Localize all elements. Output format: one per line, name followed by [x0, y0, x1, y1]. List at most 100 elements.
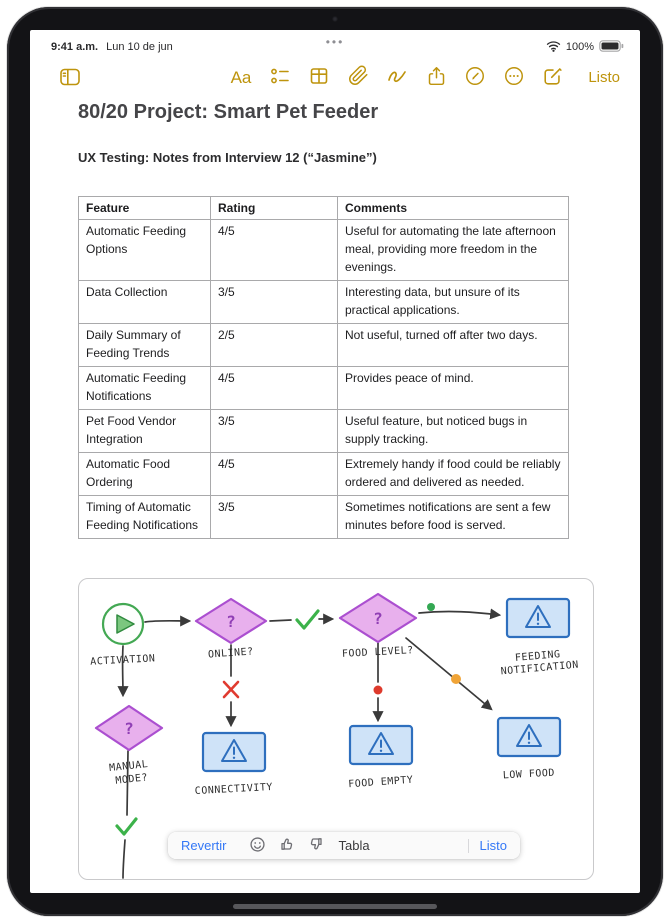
- check-icon: [115, 817, 138, 836]
- feature-rating-table[interactable]: Feature Rating Comments Automatic Feedin…: [78, 196, 569, 539]
- table-header-row: Feature Rating Comments: [78, 196, 569, 220]
- connectivity-label: CONNECTIVITY: [195, 782, 274, 797]
- multitask-indicator[interactable]: •••: [325, 35, 345, 49]
- yellow-dot: [451, 674, 461, 684]
- flow-node-low-food: LOW FOOD: [496, 716, 562, 782]
- low-food-label: LOW FOOD: [503, 768, 556, 782]
- battery-percent: 100%: [565, 41, 594, 53]
- cell-comments[interactable]: Useful for automating the late afternoon…: [337, 219, 569, 281]
- ipad-device-frame: 9:41 a.m.Lun 10 de jun 100%: [7, 7, 663, 916]
- flow-node-feeding-notification: FEEDING NOTIFICATION: [500, 597, 579, 678]
- note-title[interactable]: 80/20 Project: Smart Pet Feeder: [78, 101, 379, 123]
- flow-node-food-level: ? FOOD LEVEL?: [338, 592, 418, 660]
- table-row: Automatic Feeding Options 4/5 Useful for…: [78, 219, 569, 281]
- food-level-label: FOOD LEVEL?: [342, 645, 414, 660]
- cell-rating[interactable]: 4/5: [210, 366, 338, 410]
- pen-button[interactable]: [462, 64, 488, 92]
- cell-feature[interactable]: Automatic Feeding Notifications: [78, 366, 211, 410]
- thumbs-down-button[interactable]: [308, 836, 324, 855]
- drawing-toolbar: Revertir: [168, 832, 520, 859]
- cell-comments[interactable]: Interesting data, but unsure of its prac…: [337, 280, 569, 324]
- sidebar-icon: [58, 66, 82, 93]
- flowchart-drawing[interactable]: ACTIVATION ? ONLINE? ? FOOD LEVEL?: [78, 578, 594, 880]
- text-format-icon: Aa: [230, 68, 252, 87]
- warning-triangle-icon: [525, 605, 551, 628]
- done-button[interactable]: Listo: [588, 69, 620, 86]
- cell-feature[interactable]: Timing of Automatic Feeding Notification…: [78, 495, 211, 539]
- checklist-button[interactable]: [267, 64, 293, 92]
- question-mark: ?: [373, 609, 383, 628]
- table-row: Automatic Feeding Notifications 4/5 Prov…: [78, 366, 569, 410]
- table-row: Pet Food Vendor Integration 3/5 Useful f…: [78, 409, 569, 453]
- table-row: Automatic Food Ordering 4/5 Extremely ha…: [78, 452, 569, 496]
- notes-toolbar: Aa: [30, 60, 640, 98]
- text-format-button[interactable]: Aa: [228, 64, 254, 92]
- pen-icon: [464, 65, 486, 92]
- thumbs-up-button[interactable]: [279, 836, 295, 855]
- flow-node-food-empty: FOOD EMPTY: [348, 724, 414, 790]
- manual-mode-label: MANUAL: [109, 759, 149, 774]
- activation-label: ACTIVATION: [90, 653, 156, 667]
- status-right: 100%: [546, 39, 624, 55]
- cell-rating[interactable]: 3/5: [210, 280, 338, 324]
- cell-rating[interactable]: 2/5: [210, 323, 338, 367]
- warning-triangle-icon: [516, 724, 542, 747]
- flow-node-activation: ACTIVATION: [90, 602, 156, 668]
- cell-comments[interactable]: Not useful, turned off after two days.: [337, 323, 569, 367]
- feeding-notification-label: FEEDING: [515, 649, 561, 664]
- cell-feature[interactable]: Daily Summary of Feeding Trends: [78, 323, 211, 367]
- cell-rating[interactable]: 4/5: [210, 452, 338, 496]
- cell-rating[interactable]: 3/5: [210, 409, 338, 453]
- table-header-feature[interactable]: Feature: [78, 196, 211, 220]
- cell-feature[interactable]: Data Collection: [78, 280, 211, 324]
- table-header-rating[interactable]: Rating: [210, 196, 338, 220]
- cell-feature[interactable]: Automatic Food Ordering: [78, 452, 211, 496]
- checklist-icon: [269, 65, 291, 92]
- x-icon: [222, 680, 240, 699]
- screen: 9:41 a.m.Lun 10 de jun 100%: [30, 30, 640, 893]
- revert-button[interactable]: Revertir: [181, 838, 227, 853]
- cell-comments[interactable]: Useful feature, but noticed bugs in supp…: [337, 409, 569, 453]
- emoji-button[interactable]: [249, 836, 266, 856]
- table-button[interactable]: [306, 64, 332, 92]
- online-label: ONLINE?: [208, 646, 254, 660]
- cell-comments[interactable]: Sometimes notifications are sent a few m…: [337, 495, 569, 539]
- cell-comments[interactable]: Provides peace of mind.: [337, 366, 569, 410]
- battery-icon: [599, 39, 624, 55]
- front-camera: [332, 16, 338, 22]
- scribble-button[interactable]: [384, 64, 410, 92]
- table-header-comments[interactable]: Comments: [337, 196, 569, 220]
- manual-mode-label: MODE?: [115, 772, 149, 786]
- compose-button[interactable]: [540, 64, 566, 92]
- red-dot: [373, 685, 383, 695]
- status-left: 9:41 a.m.Lun 10 de jun: [51, 41, 173, 53]
- attachment-icon: [348, 65, 369, 91]
- note-subtitle[interactable]: UX Testing: Notes from Interview 12 (“Ja…: [78, 150, 377, 165]
- more-button[interactable]: [501, 64, 527, 92]
- question-mark: ?: [124, 719, 134, 738]
- attachment-button[interactable]: [345, 64, 371, 92]
- flow-node-connectivity: CONNECTIVITY: [195, 731, 274, 797]
- share-button[interactable]: [423, 64, 449, 92]
- warning-triangle-icon: [368, 732, 394, 755]
- flow-node-online: ? ONLINE?: [194, 597, 268, 661]
- warning-triangle-icon: [221, 739, 247, 762]
- play-icon: [116, 614, 135, 634]
- drawing-done-button[interactable]: Listo: [479, 838, 507, 853]
- cell-comments[interactable]: Extremely handy if food could be reliabl…: [337, 452, 569, 496]
- cell-rating[interactable]: 4/5: [210, 219, 338, 281]
- sidebar-toggle-button[interactable]: [56, 66, 84, 92]
- wifi-icon: [546, 40, 561, 55]
- table-row: Timing of Automatic Feeding Notification…: [78, 495, 569, 539]
- status-bar: 9:41 a.m.Lun 10 de jun 100%: [51, 39, 624, 55]
- table-chip-label[interactable]: Tabla: [338, 838, 370, 853]
- cell-rating[interactable]: 3/5: [210, 495, 338, 539]
- table-row: Data Collection 3/5 Interesting data, bu…: [78, 280, 569, 324]
- cell-feature[interactable]: Pet Food Vendor Integration: [78, 409, 211, 453]
- question-mark: ?: [226, 612, 236, 631]
- flow-connectors: [117, 608, 502, 879]
- status-time: 9:41 a.m.: [51, 41, 99, 53]
- cell-feature[interactable]: Automatic Feeding Options: [78, 219, 211, 281]
- feeding-notification-label: NOTIFICATION: [500, 660, 579, 678]
- home-indicator[interactable]: [233, 904, 437, 909]
